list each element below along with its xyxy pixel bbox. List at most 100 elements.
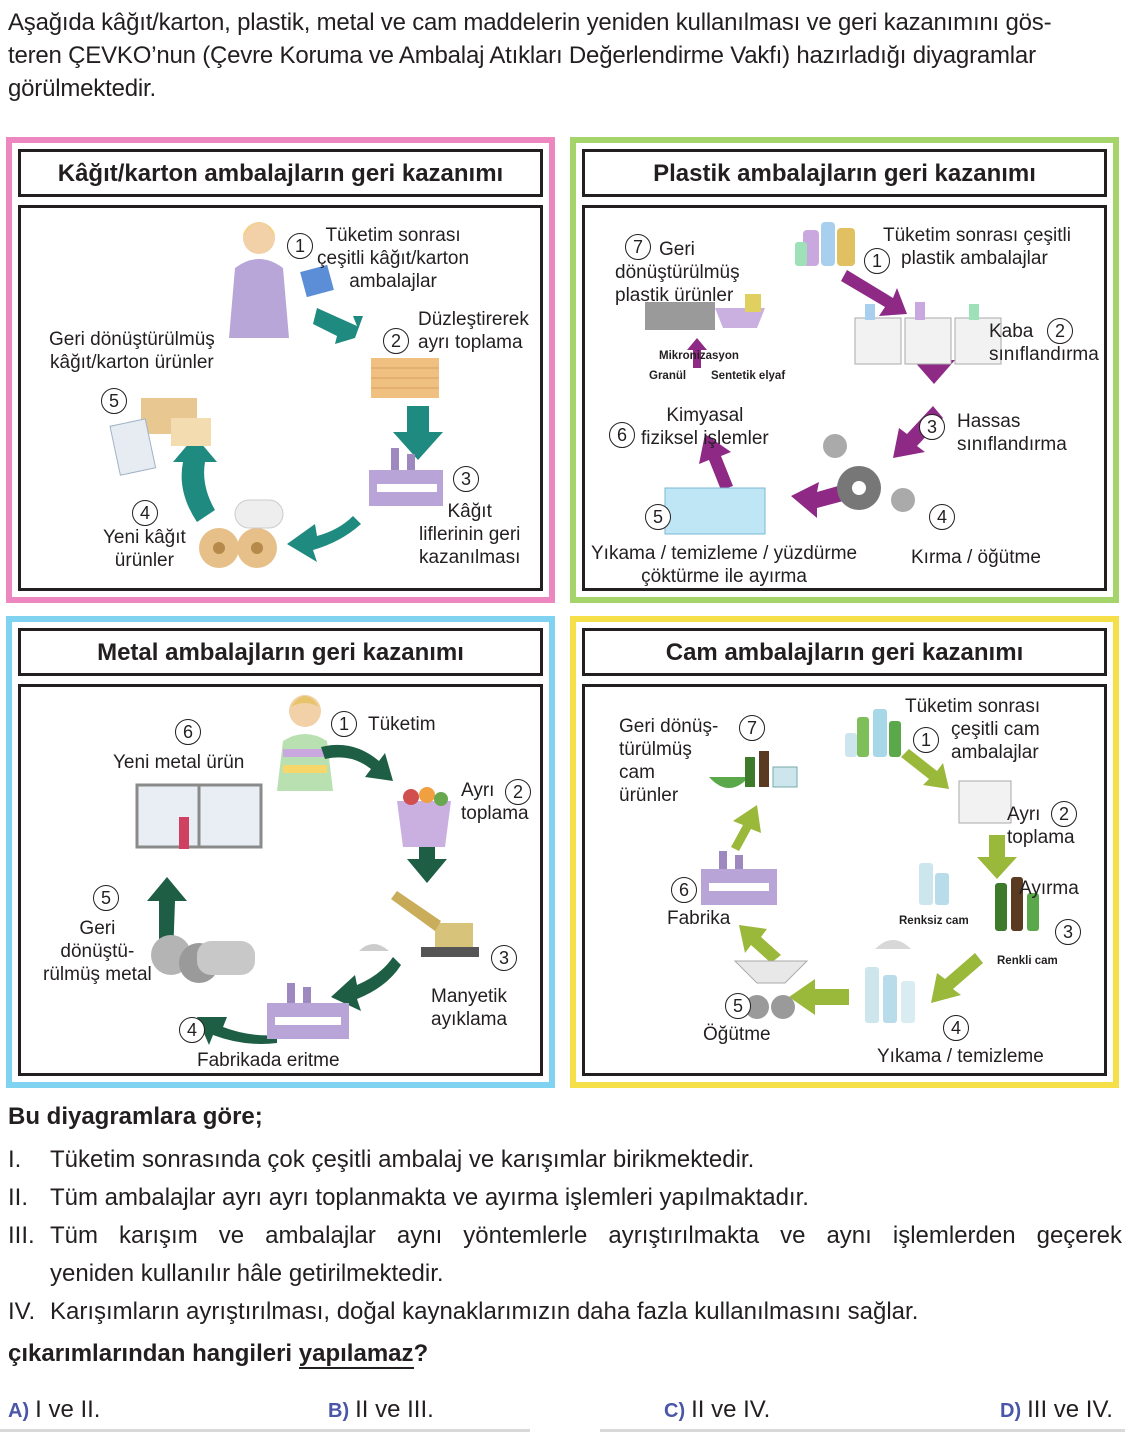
bin-icon (958, 780, 1012, 824)
option-text: II ve IV. (691, 1396, 771, 1423)
step-number: 5 (93, 885, 119, 911)
step-number: 5 (645, 504, 671, 530)
statement-text: yeniden kullanılır hâle getirilmektedir. (50, 1260, 444, 1287)
step-number: 2 (383, 328, 409, 354)
factory-icon (369, 448, 443, 506)
plastic-products-icon (645, 294, 765, 330)
panel-title: Plastik ambalajların geri kazanımı (582, 149, 1107, 197)
step-number: 4 (943, 1015, 969, 1041)
panel-title: Cam ambalajların geri kazanımı (582, 628, 1107, 676)
wash-tank-icon (664, 487, 766, 535)
option-d[interactable]: D)III ve IV. (1000, 1396, 1113, 1424)
step-label: Kırma / öğütme (911, 547, 1041, 568)
step-number: 6 (671, 877, 697, 903)
option-text: I ve II. (35, 1396, 101, 1423)
step-number: 5 (725, 993, 751, 1019)
statement-text: Tüketim sonrasında çok çeşitli ambalaj v… (50, 1146, 755, 1173)
statement: I. Tüketim sonrasında çok çeşitli ambala… (8, 1141, 754, 1179)
step-number: 1 (913, 727, 939, 753)
step-number: 4 (132, 500, 158, 526)
small-label: Sentetik elyaf (711, 370, 786, 382)
intro-line: görülmektedir. (8, 75, 156, 102)
window-icon (135, 783, 263, 849)
step-label: Ayırma (1019, 878, 1079, 899)
small-label: Renksiz cam (899, 915, 969, 927)
footer-line (600, 1429, 1125, 1432)
step-number: 4 (179, 1017, 205, 1043)
option-letter: D) (1000, 1400, 1022, 1422)
paper-illustration (109, 222, 443, 568)
statement-text: Tüm ambalajlar ayrı ayrı toplanmakta ve … (50, 1184, 809, 1211)
bottles-icon (795, 222, 855, 266)
metal-illustration (135, 695, 479, 1045)
statement-number: IV. (8, 1298, 36, 1325)
option-letter: A) (8, 1400, 30, 1422)
washing-icon (865, 940, 915, 1023)
step-number: 6 (175, 719, 201, 745)
cycle-arrows (687, 270, 955, 518)
box-icon (109, 398, 211, 476)
panel-title: Kâğıt/karton ambalajların geri kazanımı (18, 149, 543, 197)
bin-icon (397, 787, 451, 847)
step-number: 5 (101, 388, 127, 414)
step-number: 4 (929, 504, 955, 530)
step-number: 1 (287, 233, 313, 259)
paper-panel: Kâğıt/karton ambalajların geri kazanımı (6, 137, 555, 603)
step-number: 7 (739, 715, 765, 741)
panel-title: Metal ambalajların geri kazanımı (18, 628, 543, 676)
option-b[interactable]: B)II ve III. (328, 1396, 434, 1424)
step-number: 1 (331, 711, 357, 737)
step-number: 3 (919, 414, 945, 440)
metal-rolls-icon (151, 935, 255, 983)
step-number: 6 (609, 422, 635, 448)
statement: II. Tüm ambalajlar ayrı ayrı toplanmakta… (8, 1179, 809, 1217)
plastic-panel: Plastik ambalajların geri kazanımı (570, 137, 1119, 603)
step-label: Tüketim (368, 714, 436, 735)
statement-text: Tüm karışım ve ambalajlar aynı yöntemler… (50, 1222, 1122, 1249)
intro-line: teren ÇEVKO’nun (Çevre Koruma ve Ambalaj… (8, 42, 1036, 69)
step-number: 2 (505, 779, 531, 805)
factory-icon (701, 851, 777, 905)
step-number: 1 (864, 248, 890, 274)
step-number: 3 (453, 466, 479, 492)
step-label: Fabrikada eritme (197, 1050, 340, 1071)
glass-panel: Cam ambalajların geri kazanımı (570, 616, 1119, 1088)
gears-icon (823, 434, 915, 512)
question-heading: Bu diyagramlara göre; (8, 1103, 263, 1130)
option-letter: C) (664, 1400, 686, 1422)
small-label: Granül (649, 370, 687, 382)
question-prompt: çıkarımlarından hangileri yapılamaz? (8, 1340, 429, 1369)
person-drinking-icon (277, 695, 333, 791)
glass-illustration (701, 709, 1039, 1023)
bins-icon (854, 302, 1002, 365)
metal-panel: Metal ambalajların geri kazanımı (6, 616, 555, 1088)
statement: yeniden kullanılır hâle getirilmektedir. (8, 1255, 444, 1293)
small-label: Renkli cam (997, 955, 1058, 967)
step-number: 3 (1055, 919, 1081, 945)
option-c[interactable]: C)II ve IV. (664, 1396, 770, 1424)
statement-number: I. (8, 1146, 22, 1173)
option-a[interactable]: A)I ve II. (8, 1396, 100, 1424)
plastic-illustration (645, 222, 1002, 535)
step-number: 2 (1051, 801, 1077, 827)
statement: IV. Karışımların ayrıştırılması, doğal k… (8, 1293, 918, 1331)
intro-line: Aşağıda kâğıt/karton, plastik, metal ve … (8, 9, 1052, 36)
step-number: 3 (491, 945, 517, 971)
step-label: Yeni metal ürün (113, 752, 245, 773)
small-label: Mikronizasyon (659, 350, 739, 362)
step-label: Yıkama / temizleme (877, 1046, 1044, 1067)
option-text: II ve III. (355, 1396, 434, 1423)
statement: III. Tüm karışım ve ambalajlar aynı yönt… (8, 1217, 1122, 1255)
cycle-arrows (173, 308, 443, 562)
